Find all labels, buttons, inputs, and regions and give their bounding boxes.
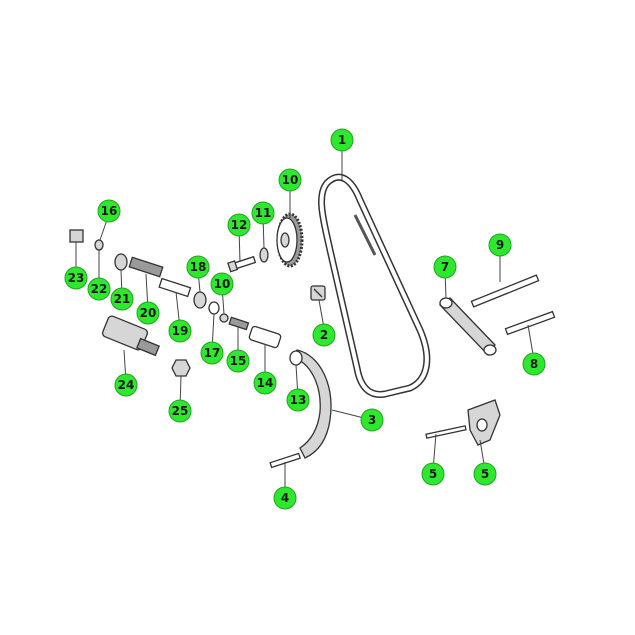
callout-10-ball-label: 10	[214, 277, 231, 291]
sprocket-washer	[259, 247, 269, 263]
callout-7-label: 7	[441, 260, 449, 274]
o-ring	[208, 301, 220, 315]
callout-13[interactable]: 13	[286, 388, 310, 412]
callout-19[interactable]: 19	[168, 319, 192, 343]
callout-9[interactable]: 9	[488, 233, 512, 257]
callout-21-label: 21	[114, 292, 131, 306]
callout-12[interactable]: 12	[227, 213, 251, 237]
callout-5-bracket[interactable]: 5	[473, 462, 497, 486]
callout-2[interactable]: 2	[312, 323, 336, 347]
small-washer	[94, 239, 104, 251]
callout-25[interactable]: 25	[168, 399, 192, 423]
callout-15[interactable]: 15	[226, 349, 250, 373]
callout-18-label: 18	[190, 260, 207, 274]
callout-7[interactable]: 7	[433, 255, 457, 279]
callout-10-ball[interactable]: 10	[210, 272, 234, 296]
callout-4[interactable]: 4	[273, 486, 297, 510]
callout-13-label: 13	[290, 393, 307, 407]
callout-16[interactable]: 16	[97, 199, 121, 223]
callout-5-bracket-label: 5	[481, 467, 489, 481]
callout-17-label: 17	[204, 346, 221, 360]
callout-3-label: 3	[368, 413, 376, 427]
dowel-pin-upper	[470, 274, 540, 308]
plunger-tip	[289, 350, 303, 366]
seal-ring	[193, 291, 207, 309]
tensioner-body	[101, 315, 160, 357]
callout-24-label: 24	[118, 378, 135, 392]
hex-nut	[171, 359, 191, 377]
callout-9-label: 9	[496, 238, 504, 252]
callout-10-sprocket[interactable]: 10	[278, 168, 302, 192]
callout-11-label: 11	[255, 206, 272, 220]
timing-belt	[318, 173, 431, 398]
callout-11[interactable]: 11	[251, 201, 275, 225]
callout-3[interactable]: 3	[360, 408, 384, 432]
callout-18[interactable]: 18	[186, 255, 210, 279]
callout-16-label: 16	[101, 204, 118, 218]
tensioner-spring	[228, 316, 250, 331]
callout-10-sprocket-label: 10	[282, 173, 299, 187]
guide-rail	[439, 297, 497, 357]
callout-1-label: 1	[338, 133, 346, 147]
callout-22-label: 22	[91, 282, 108, 296]
callout-1[interactable]: 1	[330, 128, 354, 152]
callout-23-label: 23	[68, 271, 85, 285]
bearing-ring	[114, 253, 128, 271]
sprocket-bolt	[227, 255, 257, 273]
check-ball	[219, 313, 229, 323]
callout-12-label: 12	[231, 218, 248, 232]
end-cap	[69, 229, 84, 243]
callout-22[interactable]: 22	[87, 277, 111, 301]
callout-8[interactable]: 8	[522, 352, 546, 376]
callout-25-label: 25	[172, 404, 189, 418]
callout-15-label: 15	[230, 354, 247, 368]
dowel-pin-lower	[504, 310, 556, 336]
callout-20[interactable]: 20	[136, 301, 160, 325]
callout-21[interactable]: 21	[110, 287, 134, 311]
idler-bolt	[425, 425, 467, 439]
callout-20-label: 20	[140, 306, 157, 320]
guide-pin	[269, 452, 302, 469]
callout-17[interactable]: 17	[200, 341, 224, 365]
callout-2-label: 2	[320, 328, 328, 342]
callout-5-bolt[interactable]: 5	[421, 462, 445, 486]
tensioner-arm	[292, 349, 332, 459]
callout-14[interactable]: 14	[253, 371, 277, 395]
idler-bracket	[467, 399, 501, 446]
callout-24[interactable]: 24	[114, 373, 138, 397]
tensioner-plunger	[248, 325, 282, 349]
callout-23[interactable]: 23	[64, 266, 88, 290]
callout-14-label: 14	[257, 376, 274, 390]
spring	[128, 256, 164, 278]
callout-8-label: 8	[530, 357, 538, 371]
belt-clip	[310, 285, 326, 301]
cam-sprocket	[276, 212, 304, 268]
plunger-rod	[158, 277, 192, 298]
callout-19-label: 19	[172, 324, 189, 338]
callout-4-label: 4	[281, 491, 289, 505]
callout-5-bolt-label: 5	[429, 467, 437, 481]
